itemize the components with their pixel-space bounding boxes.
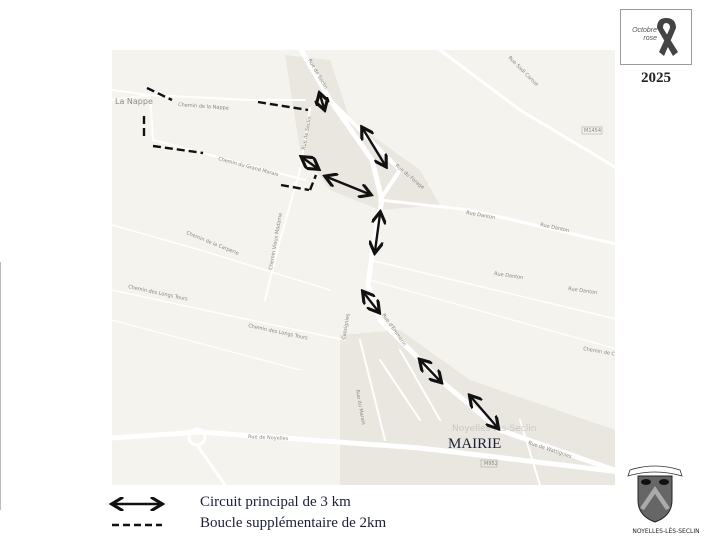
place-label-la-nappe: La Nappe — [115, 97, 153, 106]
route-arrow — [363, 129, 385, 165]
route-shield: M1454 — [584, 128, 601, 134]
legend-label: Circuit principal de 3 km — [200, 494, 351, 510]
street-label: Rue Danton — [466, 210, 496, 221]
route-arrow — [364, 293, 378, 311]
legend-item-extra: Boucle supplémentaire de 2km — [110, 515, 386, 532]
street-label: Rue Danton — [568, 286, 598, 296]
mairie-label: MAIRIE — [448, 436, 501, 452]
logo-text-line2: rose — [643, 35, 657, 42]
route-arrow — [471, 397, 497, 427]
year-label: 2025 — [641, 70, 671, 86]
legend-symbols — [112, 504, 162, 527]
street-label: Rue de Seclin — [301, 116, 313, 150]
page-edge-line — [0, 262, 1, 510]
legend-label: Boucle supplémentaire de 2km — [200, 515, 387, 531]
crest-caption: NOYELLES-LÈS-SECLIN — [632, 528, 700, 535]
street-label: Cassignies — [341, 313, 352, 341]
route-arrow — [320, 95, 324, 108]
street-label: Rue de Noyelles — [248, 434, 289, 442]
ribbon-icon — [657, 18, 678, 56]
street-label: Chemin de C — [583, 346, 616, 358]
route-arrow — [327, 177, 369, 194]
street-label: Chemin de la Nappe — [178, 102, 229, 112]
main-circuit — [303, 95, 497, 427]
extra-loop — [142, 86, 318, 192]
route-shield: M952 — [484, 461, 498, 467]
street-label: Rue Danton — [494, 271, 524, 281]
route-arrow — [375, 214, 380, 251]
route-arrow — [303, 158, 317, 168]
logo-text-line1: Octobre — [632, 27, 657, 34]
town-crest — [627, 465, 683, 523]
street-label: Rue Danton — [540, 222, 570, 234]
legend-item-main: Circuit principal de 3 km — [110, 494, 351, 511]
route-arrow — [421, 361, 440, 381]
